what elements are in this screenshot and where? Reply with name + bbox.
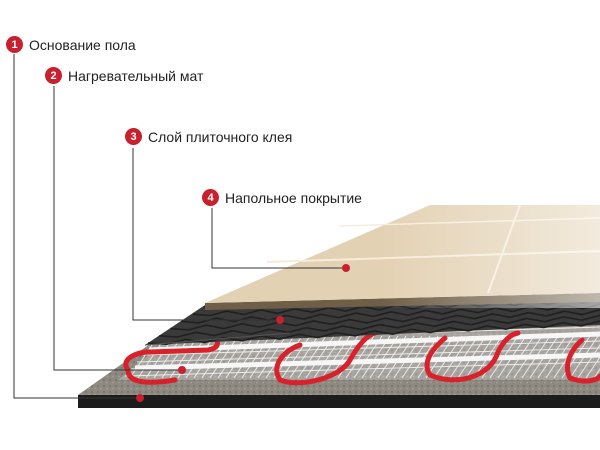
leader-line-3 bbox=[132, 148, 278, 321]
leader-line-4 bbox=[211, 208, 345, 269]
layer-label-2: 2 Нагревательный мат bbox=[45, 67, 203, 84]
layer-label-text: Слой плиточного клея bbox=[148, 128, 293, 145]
leader-line-2 bbox=[53, 86, 180, 371]
leader-dot-2 bbox=[178, 366, 186, 374]
leader-endpoints bbox=[136, 264, 350, 402]
leader-lines bbox=[13, 54, 345, 399]
layer-label-text: Основание пола bbox=[29, 36, 136, 53]
layer-number-badge: 3 bbox=[125, 128, 142, 145]
layer-number-badge: 4 bbox=[202, 189, 219, 206]
layer-label-text: Нагревательный мат bbox=[68, 67, 204, 84]
leader-dot-3 bbox=[276, 316, 284, 324]
layer-label-text: Напольное покрытие bbox=[225, 189, 362, 206]
layer-number-badge: 2 bbox=[45, 67, 62, 84]
leader-line-1 bbox=[13, 54, 138, 399]
layer-number-badge: 1 bbox=[6, 36, 23, 53]
layer-label-1: 1 Основание пола bbox=[6, 36, 136, 53]
heating-mat-layer bbox=[118, 322, 600, 386]
layer-label-4: 4 Напольное покрытие bbox=[202, 189, 362, 206]
layer-label-3: 3 Слой плиточного клея bbox=[125, 128, 292, 145]
leader-dot-4 bbox=[342, 264, 350, 272]
leader-dot-1 bbox=[136, 394, 144, 402]
floor-covering-layer bbox=[205, 200, 600, 310]
